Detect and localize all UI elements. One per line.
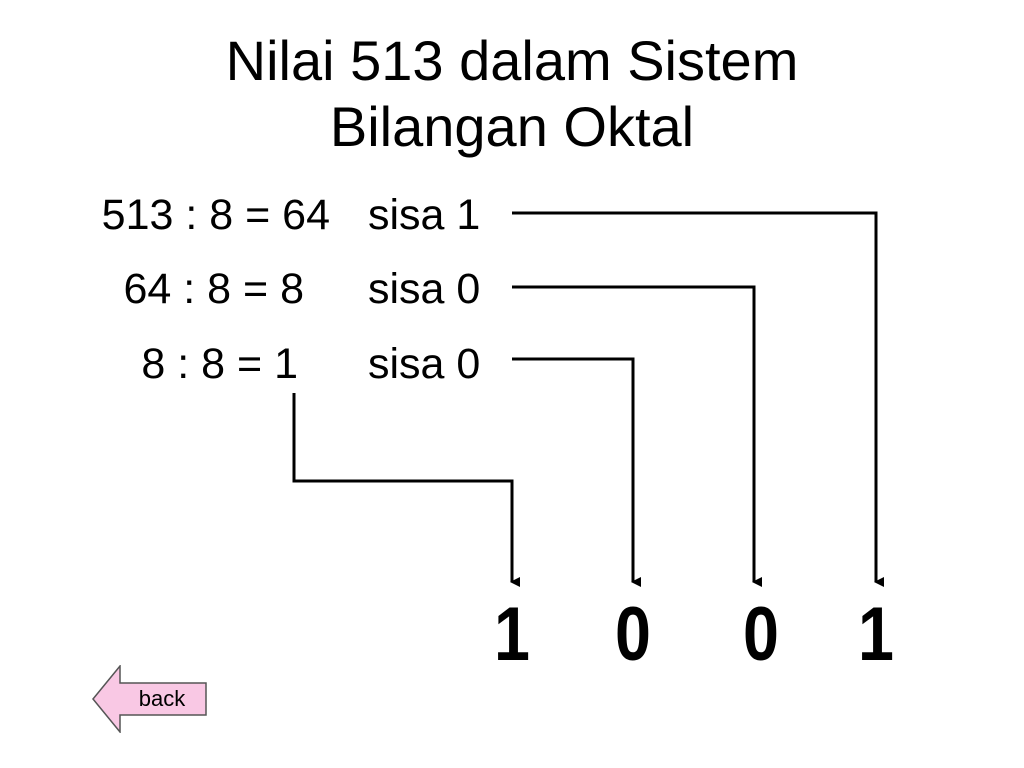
- back-button[interactable]: back: [92, 665, 208, 733]
- slide-title: Nilai 513 dalam Sistem Bilangan Oktal: [0, 28, 1024, 160]
- connector-quotient: [292, 393, 520, 587]
- step-1-equation: 513 : 8 = 64: [101, 191, 330, 239]
- step-3-remainder: sisa 0: [368, 340, 481, 388]
- result-digit-2: 0: [615, 592, 651, 677]
- connector-remainder-3: [512, 357, 641, 587]
- step-2-equation: 64 : 8 = 8: [123, 265, 304, 313]
- back-button-label: back: [138, 686, 186, 711]
- title-line-2: Bilangan Oktal: [329, 95, 695, 158]
- step-2-remainder: sisa 0: [368, 265, 481, 313]
- left-arrow-icon: [92, 665, 207, 733]
- step-3-equation: 8 : 8 = 1: [141, 340, 298, 388]
- connector-remainder-1: [512, 211, 884, 587]
- connector-remainder-2: [512, 285, 762, 587]
- result-digit-4: 1: [858, 592, 894, 677]
- result-digit-3: 0: [743, 592, 779, 677]
- step-1-remainder: sisa 1: [368, 191, 481, 239]
- title-line-1: Nilai 513 dalam Sistem: [225, 29, 799, 92]
- result-digit-1: 1: [494, 592, 530, 677]
